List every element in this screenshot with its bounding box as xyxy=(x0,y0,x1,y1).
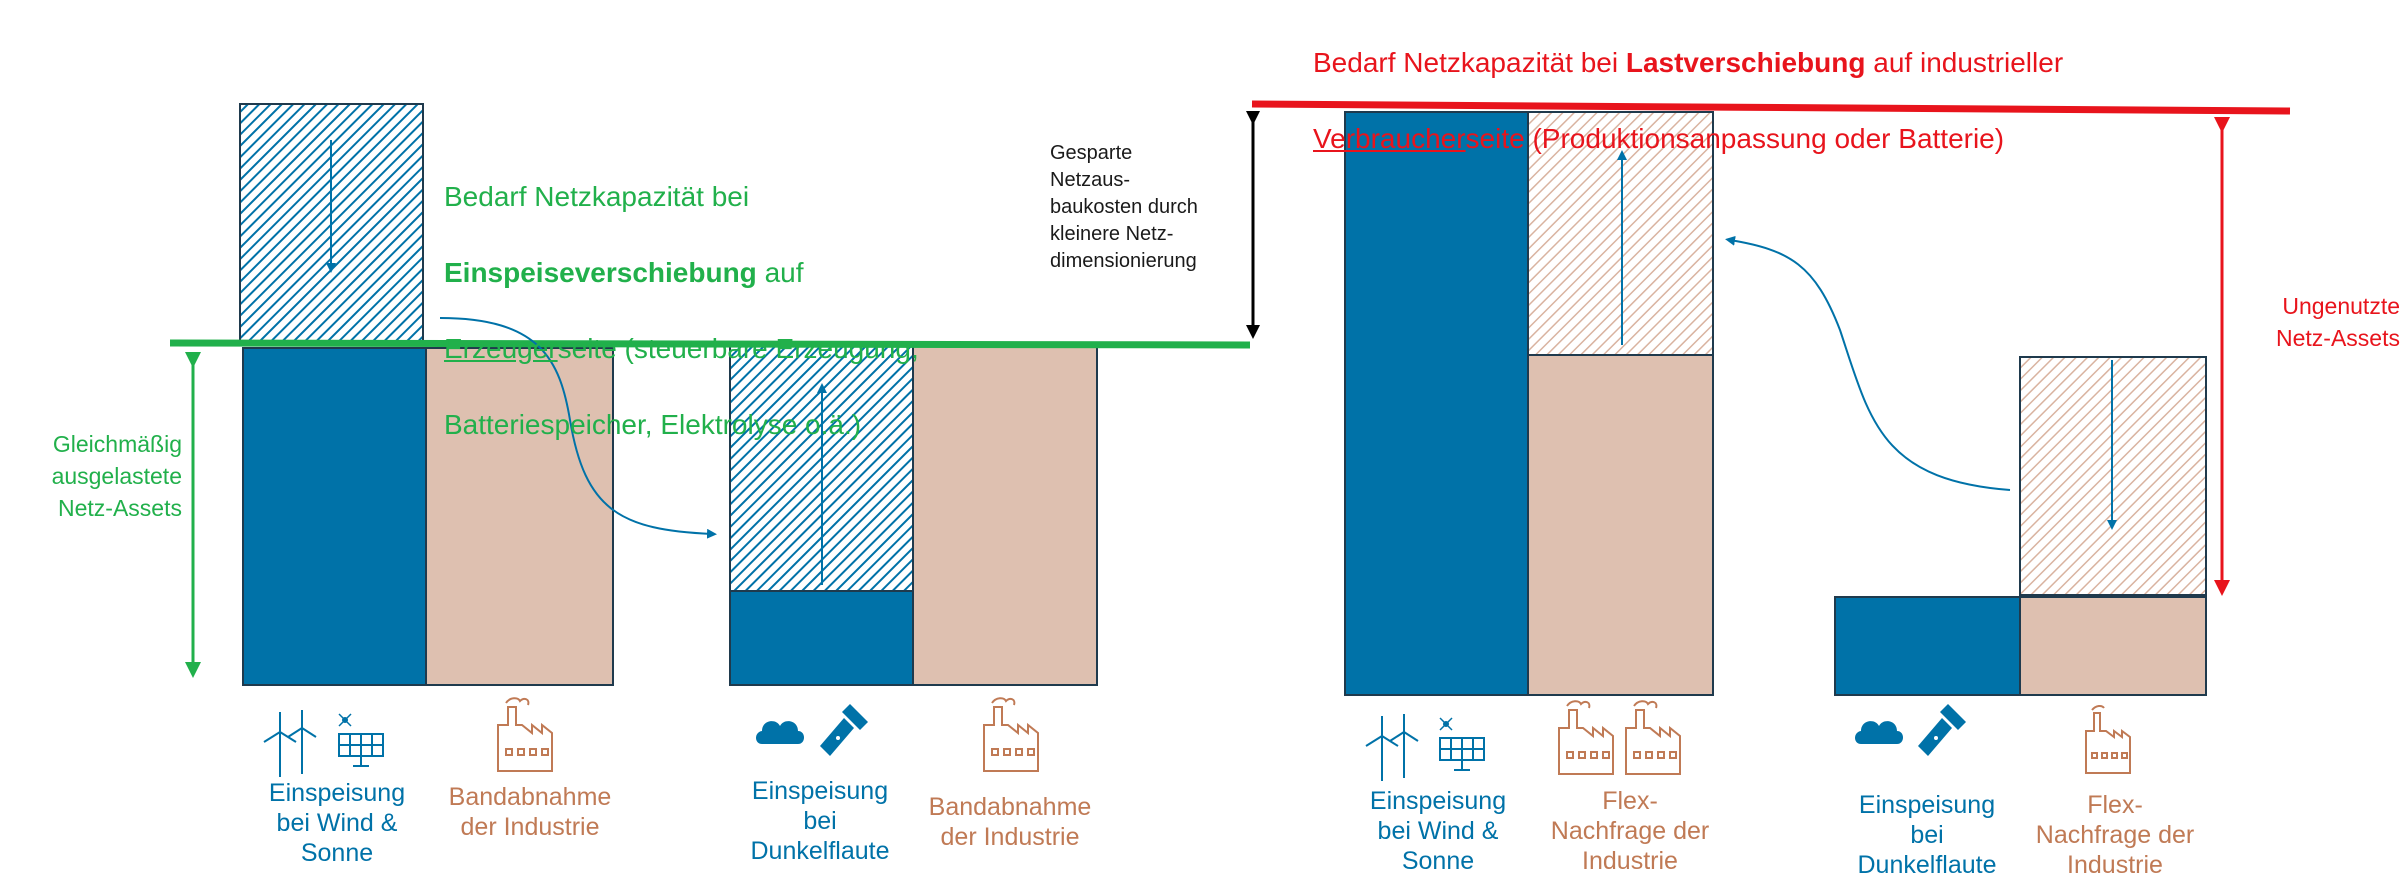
ungenutzte-label: Ungenutzte Netz-Assets xyxy=(2276,293,2400,351)
g4-demand-bar xyxy=(2019,596,2207,696)
g2-demand-label: Bandabnahme der Industrie xyxy=(928,793,1092,851)
g1-supply-bar xyxy=(242,347,427,686)
einspeise-underlined: Erzeuger xyxy=(444,333,558,364)
einspeise-after-bold: auf xyxy=(756,257,804,288)
factory-icon xyxy=(2085,704,2131,774)
einspeise-bold: Einspeiseverschiebung xyxy=(444,257,757,288)
einspeise-shift-arrow xyxy=(439,317,717,539)
g4-supply-label: Einspeisung bei Dunkelflaute xyxy=(1857,791,1997,879)
g1-supply-label: Einspeisung bei Wind & Sonne xyxy=(268,779,406,867)
green-capacity-line xyxy=(169,339,1251,349)
solar-panel-icon xyxy=(1439,717,1485,771)
factory-icon xyxy=(983,697,1039,772)
g4-demand-label: Flex- Nachfrage der Industrie xyxy=(2035,791,2195,879)
red-capacity-line xyxy=(1251,100,2291,115)
last-underlined: Verbraucher xyxy=(1313,123,1466,154)
cloud-icon xyxy=(1855,721,1903,744)
g2-supply-bar xyxy=(729,590,914,686)
flashlight-icon xyxy=(820,704,868,756)
einspeise-line1: Bedarf Netzkapazität bei xyxy=(444,181,750,212)
last-part1: Bedarf Netzkapazität bei xyxy=(1313,47,1626,78)
g3-demand-label: Flex- Nachfrage der Industrie xyxy=(1550,787,1710,875)
g1-demand-bar xyxy=(425,347,614,686)
g2-demand-bar xyxy=(912,345,1098,686)
g3-supply-label: Einspeisung bei Wind & Sonne xyxy=(1369,787,1507,875)
einspeise-line4: Batteriespeicher, Elektrolyse o.ä.) xyxy=(444,409,862,440)
last-bold: Lastverschiebung xyxy=(1625,47,1866,78)
g4-supply-bar xyxy=(1834,596,2021,696)
factory-icon xyxy=(1558,700,1614,775)
solar-panel-icon xyxy=(338,713,384,767)
factory-icon xyxy=(497,697,553,772)
factory-icon xyxy=(1625,700,1681,775)
flashlight-icon xyxy=(1918,704,1966,756)
einspeise-annotation: Bedarf Netzkapazität bei Einspeiseversch… xyxy=(444,140,919,444)
g1-demand-label: Bandabnahme der Industrie xyxy=(448,783,612,841)
cloud-icon xyxy=(756,721,804,744)
wind-turbine-icon xyxy=(263,710,317,777)
g3-demand-bar xyxy=(1527,354,1714,696)
gleichmaessig-label: Gleichmäßig ausgelastete Netz-Assets xyxy=(51,431,182,521)
gesparte-label: Gesparte Netzaus- baukosten durch kleine… xyxy=(1050,142,1198,272)
last-part3: seite (Produktionsanpassung oder Batteri… xyxy=(1465,123,2005,154)
last-shift-arrow xyxy=(1725,235,2011,491)
einspeise-after-underlined: seite (steuerbare Erzeugung, xyxy=(557,333,919,364)
g3-supply-bar xyxy=(1344,111,1529,696)
last-annotation: Bedarf Netzkapazität bei Lastverschiebun… xyxy=(1313,6,2063,158)
g2-supply-label: Einspeisung bei Dunkelflaute xyxy=(750,777,890,865)
last-part2: auf industrieller xyxy=(1865,47,2064,78)
wind-turbine-icon xyxy=(1365,714,1419,781)
